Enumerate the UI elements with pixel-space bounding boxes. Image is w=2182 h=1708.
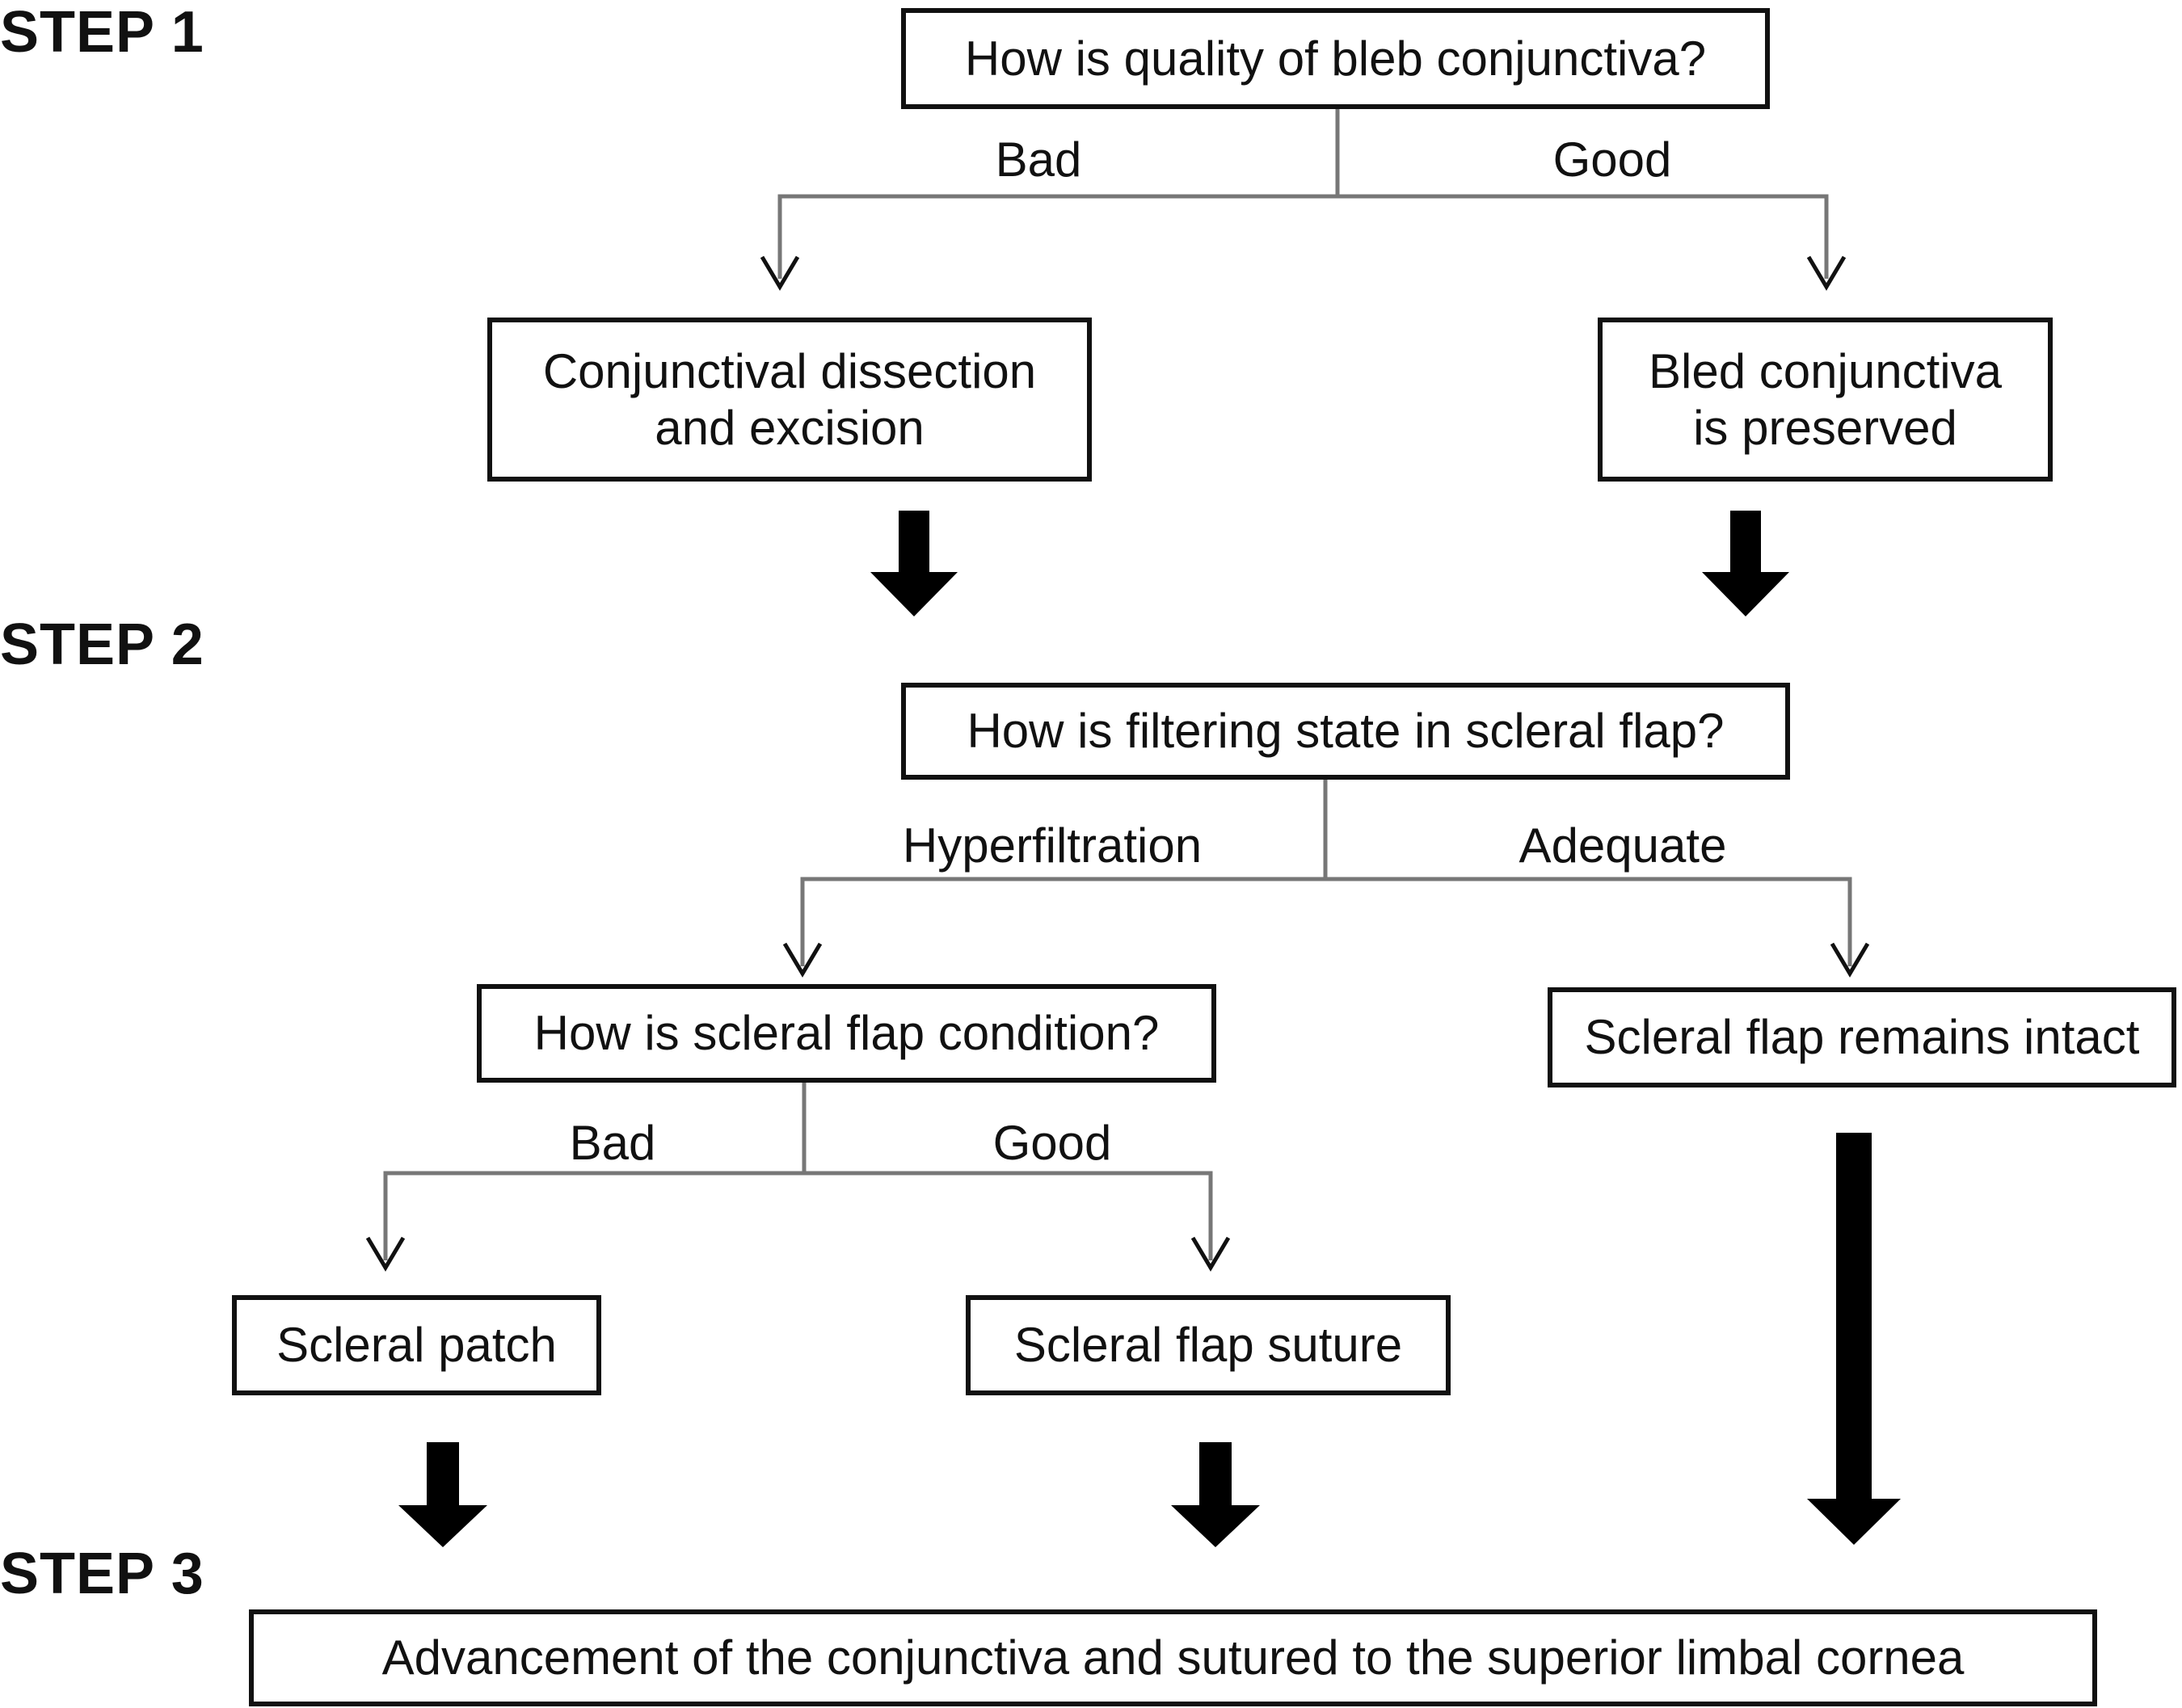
- step-1-heading: STEP 1: [0, 0, 204, 65]
- arrowhead-intact: [1830, 942, 1870, 978]
- node-conjunctival-dissection: Conjunctival dissection and excision: [487, 318, 1092, 482]
- arrowhead-patch: [365, 1236, 406, 1272]
- node-filtering-state-question: How is filtering state in scleral flap?: [901, 683, 1790, 780]
- node-bleb-conjunctiva-preserved: Bled conjunctiva is preserved: [1598, 318, 2053, 482]
- node-conjunctiva-advancement: Advancement of the conjunctiva and sutur…: [249, 1609, 2097, 1706]
- node-scleral-flap-intact: Scleral flap remains intact: [1548, 987, 2176, 1087]
- edge-label-q3-good: Good: [992, 1116, 1112, 1170]
- connector-q3-bad: [383, 1171, 804, 1260]
- node-scleral-flap-condition-question: How is scleral flap condition?: [477, 984, 1216, 1083]
- block-arrow-preserved: [1702, 511, 1789, 616]
- edge-label-q3-bad: Bad: [569, 1116, 656, 1170]
- block-arrow-patch: [398, 1442, 487, 1547]
- block-arrow-dissection: [870, 511, 958, 616]
- arrowhead-preserved: [1806, 255, 1847, 291]
- connector-q3-good: [804, 1171, 1213, 1260]
- node-scleral-flap-suture: Scleral flap suture: [966, 1295, 1451, 1395]
- edge-label-q1-bad: Bad: [995, 133, 1082, 187]
- node-scleral-patch: Scleral patch: [232, 1295, 601, 1395]
- block-arrow-suture: [1171, 1442, 1260, 1547]
- arrowhead-dissection: [760, 255, 800, 291]
- connector-q2-hyper: [800, 877, 1325, 966]
- connector-q1-good: [1337, 194, 1829, 279]
- step-3-heading: STEP 3: [0, 1542, 204, 1606]
- edge-label-q2-adequate: Adequate: [1519, 818, 1727, 873]
- connector-q2-adequate: [1325, 877, 1852, 966]
- edge-label-q1-good: Good: [1552, 133, 1672, 187]
- edge-label-q2-hyperfiltration: Hyperfiltration: [902, 818, 1203, 873]
- step-2-heading: STEP 2: [0, 612, 204, 677]
- block-arrow-intact: [1807, 1133, 1901, 1545]
- node-bleb-quality-question: How is quality of bleb conjunctiva?: [901, 8, 1770, 109]
- connector-q1-bad: [777, 194, 1337, 279]
- arrowhead-q3: [782, 942, 823, 978]
- arrowhead-suture: [1190, 1236, 1231, 1272]
